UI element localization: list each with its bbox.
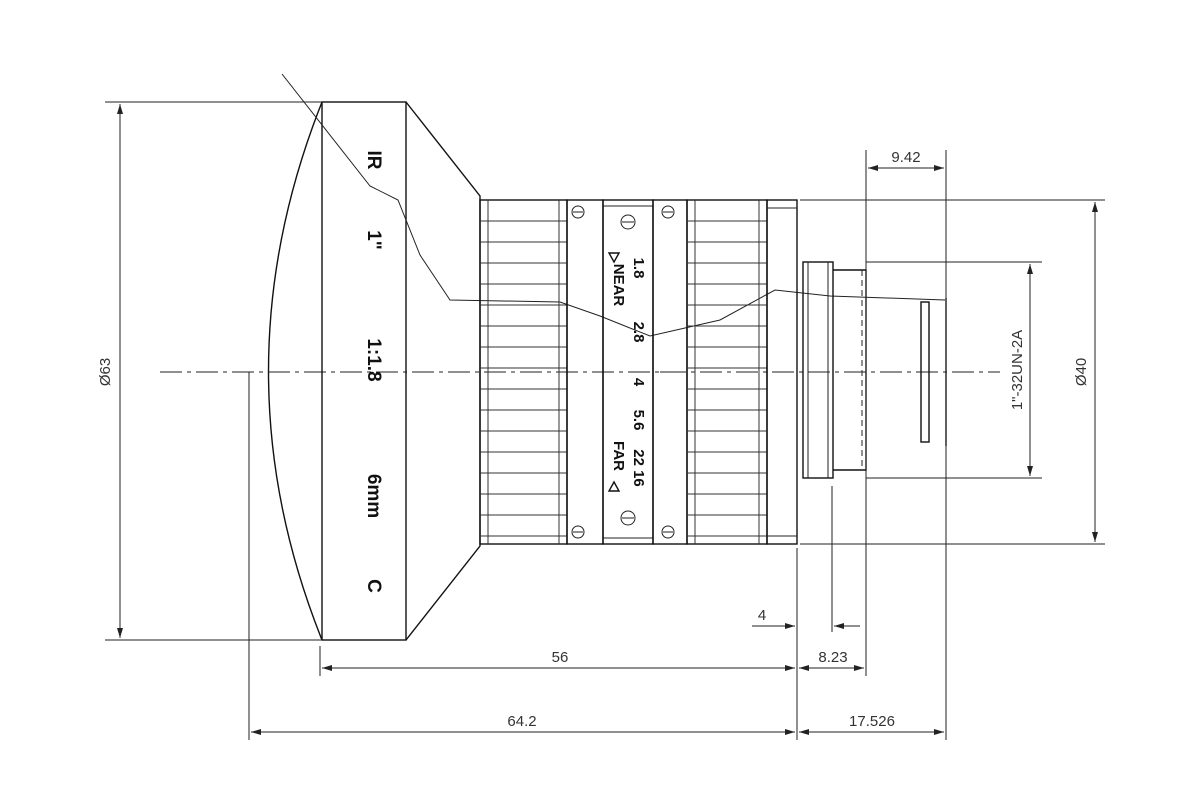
far-arrow-icon: [607, 480, 621, 492]
dimension-lines: [117, 104, 1098, 735]
rear-collar: [766, 199, 798, 545]
marking-format: 1": [363, 230, 384, 250]
dim-front-diameter: Ø63: [97, 358, 114, 386]
dim-length-64-2: 64.2: [507, 713, 536, 730]
f-value-2-8: 2.8: [630, 322, 647, 343]
f-value-22-16: 22 16: [630, 449, 647, 487]
marking-focal-length: 6mm: [363, 474, 384, 518]
f-value-4: 4: [630, 378, 647, 387]
aperture-far-label: FAR: [610, 441, 627, 471]
dim-length-8-23: 8.23: [818, 649, 847, 666]
f-value-1-8: 1.8: [630, 258, 647, 279]
dim-length-56: 56: [552, 649, 569, 666]
marking-ir: IR: [363, 151, 384, 170]
dim-mount-diameter: Ø40: [1073, 358, 1090, 386]
extension-lines: [105, 101, 1105, 740]
dim-thread: 1"-32UN-2A: [1009, 330, 1026, 410]
f-value-5-6: 5.6: [630, 410, 647, 431]
dim-length-17-526: 17.526: [849, 713, 895, 730]
leader-curve: [281, 73, 946, 337]
near-arrow-icon: [607, 252, 621, 264]
dim-flange-4: 4: [758, 607, 766, 624]
dim-back-focus: 9.42: [891, 149, 920, 166]
marking-mount: C: [363, 579, 384, 593]
aperture-near-label: NEAR: [610, 264, 627, 307]
marking-aperture: 1:1.8: [363, 338, 384, 381]
